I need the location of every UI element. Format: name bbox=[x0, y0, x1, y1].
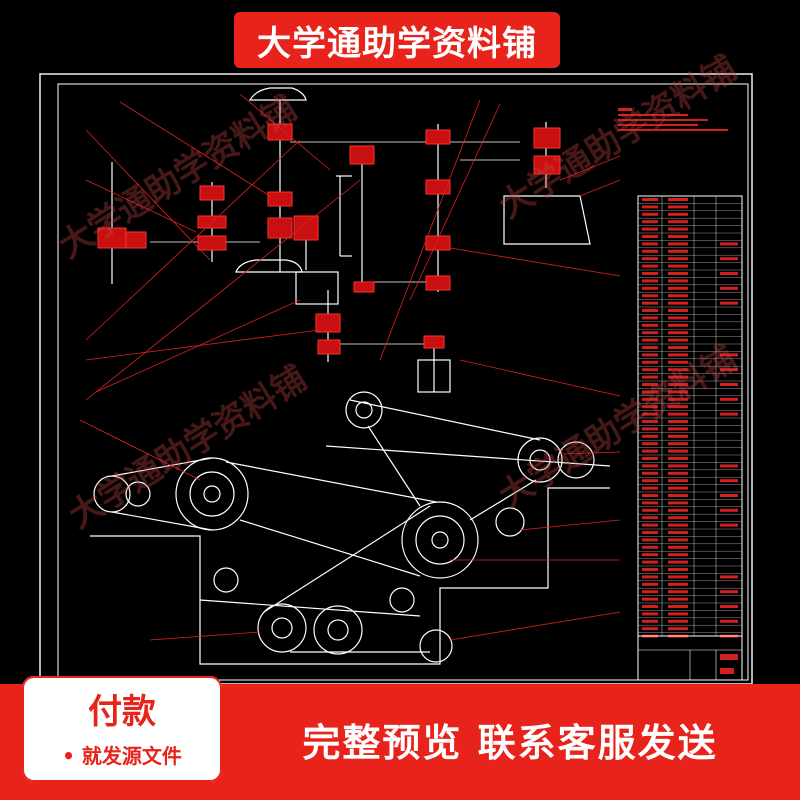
leader-lines bbox=[79, 93, 621, 641]
gear-blocks bbox=[97, 123, 561, 355]
drawing-inner-frame bbox=[57, 83, 749, 681]
payment-subtitle: • 就发源文件 bbox=[62, 744, 182, 768]
shop-title-banner: 大学通助学资料铺 bbox=[234, 12, 560, 68]
title-block bbox=[637, 635, 743, 681]
parts-list-table bbox=[637, 195, 743, 638]
transmission-schematic bbox=[111, 87, 591, 393]
technical-notes bbox=[618, 108, 728, 131]
payment-card[interactable]: 付款 • 就发源文件 bbox=[22, 676, 222, 782]
belt-drive-view bbox=[90, 391, 611, 665]
contact-cta-text: 完整预览 联系客服发送 bbox=[302, 721, 718, 765]
payment-title: 付款 bbox=[88, 692, 156, 732]
